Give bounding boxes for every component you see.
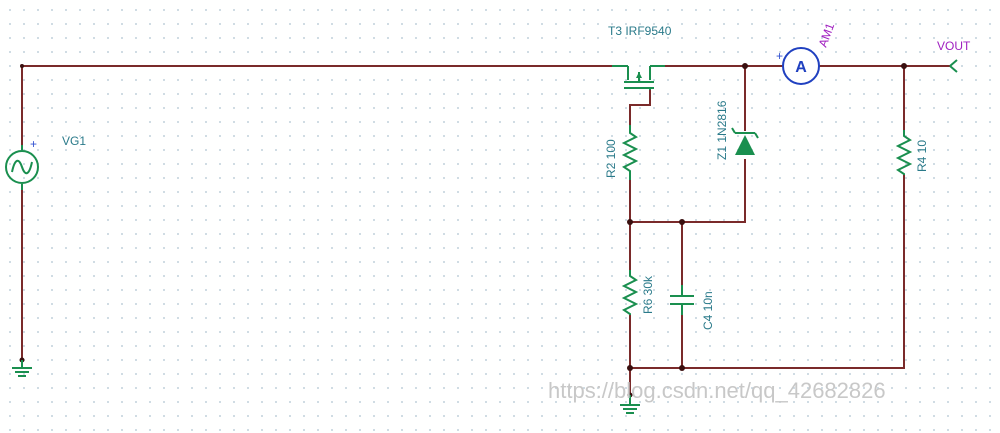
t3-label: T3 IRF9540 — [608, 24, 672, 38]
resistor-r2[interactable] — [621, 125, 639, 180]
vout-terminal[interactable] — [949, 59, 958, 73]
zener-diode-z1[interactable] — [731, 127, 759, 155]
vg1-label: VG1 — [62, 134, 86, 148]
wires — [21, 65, 951, 396]
junction-dots — [19, 63, 907, 398]
z1-label: Z1 1N2816 — [715, 100, 729, 160]
watermark: https://blog.csdn.net/qq_42682826 — [548, 378, 886, 403]
c4-label: C4 10n — [701, 291, 715, 330]
ground-symbol-bottom — [620, 395, 640, 414]
ground-symbol-left — [12, 360, 32, 377]
vg1-polarity: + — [30, 137, 37, 151]
r2-label: R2 100 — [604, 139, 618, 178]
resistor-r4[interactable] — [895, 130, 913, 175]
resistor-r6[interactable] — [621, 270, 639, 315]
voltage-source-vg1[interactable] — [5, 145, 39, 190]
ammeter-symbol: A — [795, 59, 807, 76]
ammeter-am1[interactable] — [782, 47, 820, 85]
am1-label: AM1 — [816, 21, 838, 49]
r6-label: R6 30k — [641, 275, 655, 314]
mosfet-t3[interactable] — [612, 65, 665, 90]
capacitor-c4[interactable] — [670, 285, 694, 315]
am1-polarity: + — [776, 49, 783, 63]
vout-label: VOUT — [937, 39, 971, 53]
r4-label: R4 10 — [915, 140, 929, 172]
